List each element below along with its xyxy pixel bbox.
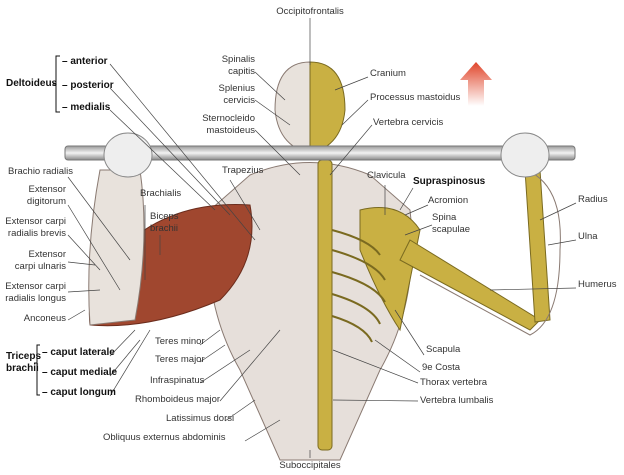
label-scapula: Scapula [426, 344, 461, 355]
line: capitis [228, 66, 255, 77]
label-vertebra-lumbalis: Vertebra lumbalis [420, 395, 494, 406]
deltoideus-bracket [53, 55, 60, 113]
label-brachio-radialis: Brachio radialis [8, 166, 73, 177]
label-delt-medialis: – medialis [62, 102, 111, 113]
line: mastoideus [206, 125, 255, 136]
left-forearm [88, 169, 145, 326]
label-anconeus: Anconeus [23, 313, 66, 324]
line: Extensor carpi [5, 216, 66, 227]
label-caput-laterale: – caput laterale [42, 347, 115, 358]
label-caput-mediale: – caput mediale [42, 367, 118, 378]
line: carpi ulnaris [14, 261, 66, 272]
label-trapezius: Trapezius [222, 165, 264, 176]
line: brachii [150, 223, 178, 234]
label-cranium: Cranium [370, 68, 406, 79]
label-caput-longum: – caput longum [42, 387, 116, 398]
line: Spinalis [221, 54, 255, 65]
barbell [64, 145, 576, 161]
label-deltoideus: Deltoideus [6, 78, 58, 89]
line: Biceps [150, 211, 179, 222]
right-fist [500, 132, 550, 178]
label-brachialis: Brachialis [140, 188, 182, 199]
label-processus-mastoidus: Processus mastoidus [370, 92, 461, 103]
label-thorax-vertebra: Thorax vertebra [420, 377, 488, 388]
head-left [274, 61, 311, 151]
label-occipitofrontalis: Occipitofrontalis [276, 6, 344, 17]
line: cervicis [223, 95, 255, 106]
line: Extensor [28, 184, 67, 195]
line: scapulae [432, 224, 471, 235]
label-acromion: Acromion [428, 195, 469, 206]
label-delt-posterior: – posterior [62, 80, 114, 91]
label-9e-costa: 9e Costa [422, 362, 461, 373]
line: radialis brevis [7, 228, 66, 239]
label-vertebra-cervicis: Vertebra cervicis [373, 117, 444, 128]
ribs [331, 229, 386, 343]
label-teres-major: Teres major [155, 354, 205, 365]
line: Sternocleido [202, 113, 255, 124]
line: Splenius [218, 83, 255, 94]
up-arrow-icon [460, 62, 492, 106]
line: Extensor carpi [5, 281, 66, 292]
label-infraspinatus: Infraspinatus [150, 375, 205, 386]
spine [317, 159, 333, 451]
right-forearm-bones [524, 169, 551, 323]
line: digitorum [26, 196, 66, 207]
label-clavicula: Clavicula [367, 170, 406, 181]
label-suboccipitales: Suboccipitales [279, 460, 341, 471]
right-humerus-bone [399, 239, 541, 331]
line: Spina [432, 212, 457, 223]
triceps-bracket [34, 344, 40, 396]
label-rhomboideus: Rhomboideus major [135, 394, 221, 405]
line: Extensor [28, 249, 67, 260]
label-obliquus: Obliquus externus abdominis [103, 432, 226, 443]
label-radius: Radius [578, 194, 608, 205]
right-scapula-bone [359, 207, 421, 332]
label-supraspinosus: Supraspinosus [413, 176, 486, 187]
line: Triceps [6, 351, 42, 362]
skull-right [309, 61, 346, 151]
line: brachii [6, 363, 39, 374]
line: radialis longus [5, 293, 66, 304]
leader-lines [67, 18, 577, 458]
label-teres-minor: Teres minor [155, 336, 205, 347]
label-latissimus: Latissimus dorsi [166, 413, 235, 424]
label-delt-anterior: – anterior [62, 56, 108, 67]
label-humerus: Humerus [578, 279, 617, 290]
left-fist [103, 132, 153, 178]
label-ulna: Ulna [578, 231, 598, 242]
